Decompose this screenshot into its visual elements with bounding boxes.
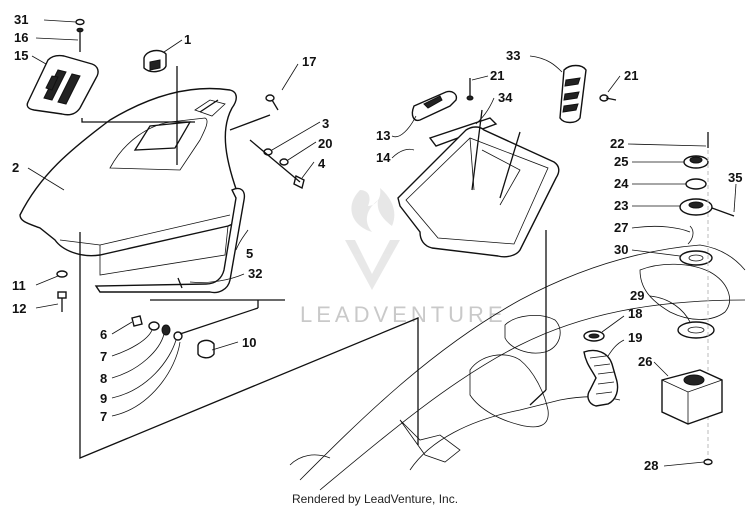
- cap-assembly-part: [677, 132, 735, 460]
- callout-leaders: [27, 19, 737, 467]
- grip-33-part: [559, 64, 587, 124]
- callout-8: 8: [100, 371, 107, 386]
- callout-7b: 7: [100, 409, 107, 424]
- filler-housing-26-part: [661, 369, 723, 425]
- callout-28: 28: [644, 458, 658, 473]
- callout-19: 19: [628, 330, 642, 345]
- hood-console-part: [19, 87, 243, 276]
- callout-23: 23: [614, 198, 628, 213]
- callout-18: 18: [628, 306, 642, 321]
- callout-6: 6: [100, 327, 107, 342]
- screw-16-31-part: [75, 18, 85, 52]
- callout-21b: 21: [624, 68, 638, 83]
- bolt-11-12-part: [56, 270, 68, 312]
- hose-clamp-18-part: [583, 330, 605, 342]
- callout-34: 34: [498, 90, 513, 105]
- seat-pad-part: [26, 54, 99, 116]
- callout-13: 13: [376, 128, 390, 143]
- reference-lines: [79, 66, 419, 459]
- callout-25: 25: [614, 154, 628, 169]
- callout-10: 10: [242, 335, 256, 350]
- screw-21-part: [466, 78, 617, 102]
- callout-15: 15: [14, 48, 28, 63]
- callout-22: 22: [610, 136, 624, 151]
- callout-3: 3: [322, 116, 329, 131]
- callout-32: 32: [248, 266, 262, 281]
- callout-17: 17: [302, 54, 316, 69]
- callout-21a: 21: [490, 68, 504, 83]
- storage-tray-part: [397, 109, 560, 406]
- callout-12: 12: [12, 301, 26, 316]
- callout-5: 5: [246, 246, 253, 261]
- callout-30: 30: [614, 242, 628, 257]
- footer-credit: Rendered by LeadVenture, Inc.: [291, 492, 459, 506]
- callout-20: 20: [318, 136, 332, 151]
- callout-16: 16: [14, 30, 28, 45]
- callout-1: 1: [184, 32, 191, 47]
- screw-17-part: [265, 94, 279, 111]
- callout-31: 31: [14, 12, 28, 27]
- callout-29: 29: [630, 288, 644, 303]
- watermark-text: LEADVENTURE: [300, 302, 507, 327]
- callout-26: 26: [638, 354, 652, 369]
- callout-2: 2: [12, 160, 19, 175]
- callout-labels: 31 16 15 1 17 2 3 20 4 5 32 11 12 6 7 8 …: [12, 12, 742, 473]
- clip-32-part: [177, 277, 183, 289]
- callout-35: 35: [728, 170, 742, 185]
- callout-11: 11: [12, 278, 26, 293]
- handle-13-part: [411, 90, 458, 122]
- latch-knob-part: [143, 49, 167, 73]
- hardware-3-20-4-part: [249, 139, 305, 190]
- vent-hose-19-part: [583, 349, 619, 407]
- callout-14: 14: [376, 150, 391, 165]
- washer-28-part: [703, 458, 713, 466]
- frame-outline: [289, 244, 746, 491]
- callout-33: 33: [506, 48, 520, 63]
- callout-9: 9: [100, 391, 107, 406]
- hardware-6-7-8-9-part: [131, 300, 259, 341]
- trim-strip-part: [94, 187, 246, 294]
- callout-7a: 7: [100, 349, 107, 364]
- leadventure-logo-watermark: [345, 188, 400, 290]
- grommet-10-part: [197, 339, 215, 359]
- callout-4: 4: [318, 156, 326, 171]
- callout-24: 24: [614, 176, 629, 191]
- callout-27: 27: [614, 220, 628, 235]
